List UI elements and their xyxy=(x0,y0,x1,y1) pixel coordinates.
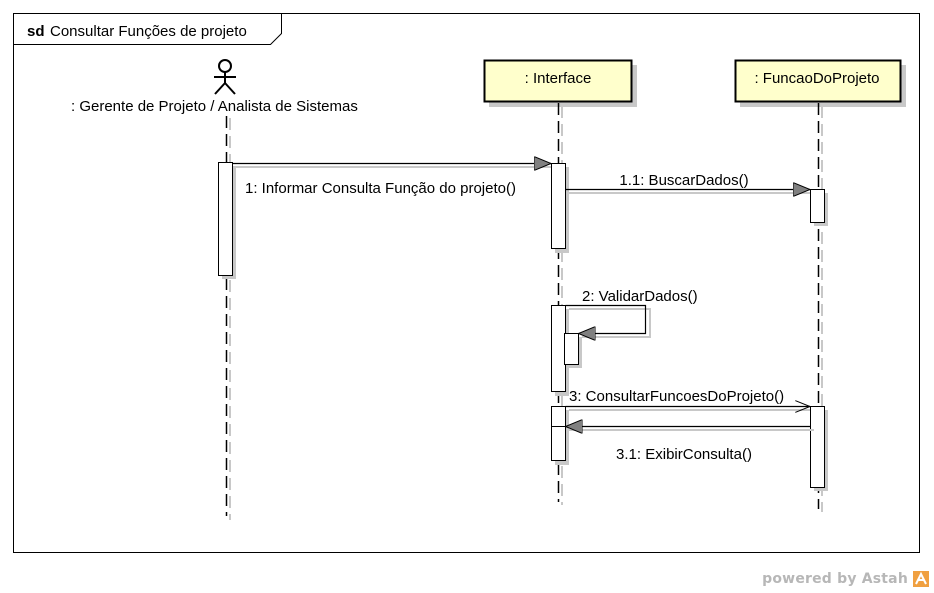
message-1-1: 1.1: BuscarDados() xyxy=(565,172,811,193)
actor-lifeline: : Gerente de Projeto / Analista de Siste… xyxy=(71,59,358,520)
interface-activation-1 xyxy=(551,163,566,249)
message-2-arrow xyxy=(565,304,647,334)
frame-tab xyxy=(13,13,282,45)
funcao-activation-2 xyxy=(810,406,825,488)
frame-keyword: sd xyxy=(27,23,45,40)
funcao-box xyxy=(734,59,902,103)
frame-title: Consultar Funções de projeto xyxy=(50,23,247,40)
message-2-shadow xyxy=(569,308,651,338)
message-1-label: 1: Informar Consulta Função do projeto() xyxy=(245,180,516,197)
message-1-1-label: 1.1: BuscarDados() xyxy=(619,172,748,189)
actor-stick-figure-icon xyxy=(214,59,236,95)
funcao-label: : FuncaoDoProjeto xyxy=(754,70,879,87)
actor-activation xyxy=(218,162,233,276)
funcao-lifeline: : FuncaoDoProjeto xyxy=(734,59,906,512)
message-3: 3: ConsultarFuncoesDoProjeto() xyxy=(565,388,811,410)
message-3-1-label: 3.1: ExibirConsulta() xyxy=(616,446,752,463)
interface-box xyxy=(483,59,633,103)
astah-logo-icon xyxy=(913,571,929,587)
message-2: 2: ValidarDados() xyxy=(565,288,698,338)
interface-activation-2 xyxy=(551,305,566,392)
interface-activation-3 xyxy=(551,406,566,461)
message-2-label: 2: ValidarDados() xyxy=(582,288,698,305)
powered-by-watermark: powered by Astah xyxy=(762,571,908,587)
message-3-1: 3.1: ExibirConsulta() xyxy=(566,427,814,463)
interface-lifeline: : Interface xyxy=(483,59,637,505)
message-1: 1: Informar Consulta Função do projeto() xyxy=(232,164,552,197)
interface-label: : Interface xyxy=(525,70,592,87)
message-3-label: 3: ConsultarFuncoesDoProjeto() xyxy=(569,388,784,405)
funcao-activation-1 xyxy=(810,189,825,223)
interface-nested-activation xyxy=(564,333,579,365)
actor-label: : Gerente de Projeto / Analista de Siste… xyxy=(71,98,358,115)
